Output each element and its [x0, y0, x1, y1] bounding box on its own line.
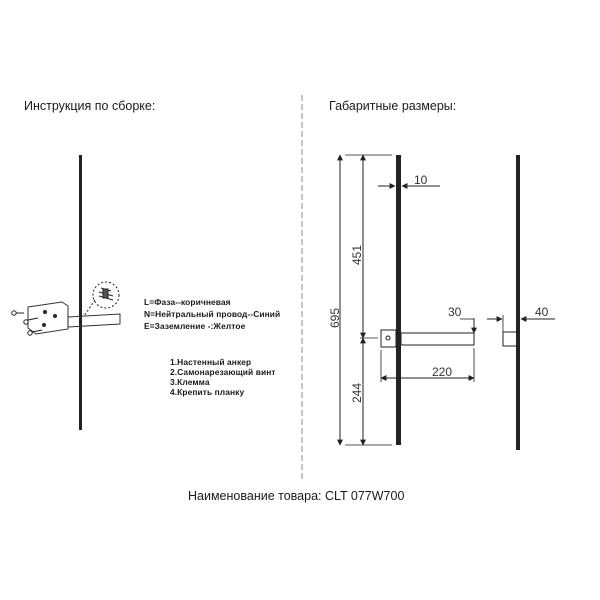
wall-plate-icon: [27, 301, 69, 335]
front-view: [337, 154, 477, 446]
step-3-terminal: 3.Клемма: [170, 377, 210, 387]
bracket-arm-icon: [67, 313, 121, 328]
dim-bracket-length-label: 220: [432, 365, 452, 379]
product-name: Наименование товара: CLT 077W700: [188, 489, 405, 503]
dimensions-title: Габаритные размеры:: [329, 99, 457, 113]
lamp-body-left: [79, 155, 82, 430]
lamp-body-side: [516, 155, 520, 450]
dim-height-total-label: 695: [328, 308, 342, 328]
dim-bracket-thickness-label: 30: [448, 305, 462, 319]
bracket-side: [502, 331, 518, 347]
terminal-detail-icon: [92, 281, 120, 309]
bracket-front: [380, 329, 397, 348]
side-view: [487, 155, 555, 450]
wiring-line-neutral: N=Нейтральный провод--Синий: [144, 309, 281, 319]
dim-profile-label: 10: [414, 173, 428, 187]
screw-icon: [11, 310, 43, 336]
wiring-line-earth: E=Заземление -:Желтое: [144, 321, 246, 331]
assembly-instructions-title: Инструкция по сборке:: [24, 99, 156, 113]
arm-front: [400, 332, 475, 346]
step-1-wall-anchor: 1.Настенный анкер: [170, 357, 252, 367]
wiring-line-phase: L=Фаза--коричневая: [144, 297, 231, 307]
assembly-illustration: [11, 155, 121, 430]
dim-side-depth-label: 40: [535, 305, 549, 319]
lamp-body-front: [396, 155, 401, 445]
step-2-self-tapping-screw: 2.Самонарезающий винт: [170, 367, 276, 377]
dim-height-upper-label: 451: [350, 245, 364, 265]
step-4-mount-bar: 4.Крепить планку: [170, 387, 245, 397]
dim-height-lower-label: 244: [350, 383, 364, 403]
